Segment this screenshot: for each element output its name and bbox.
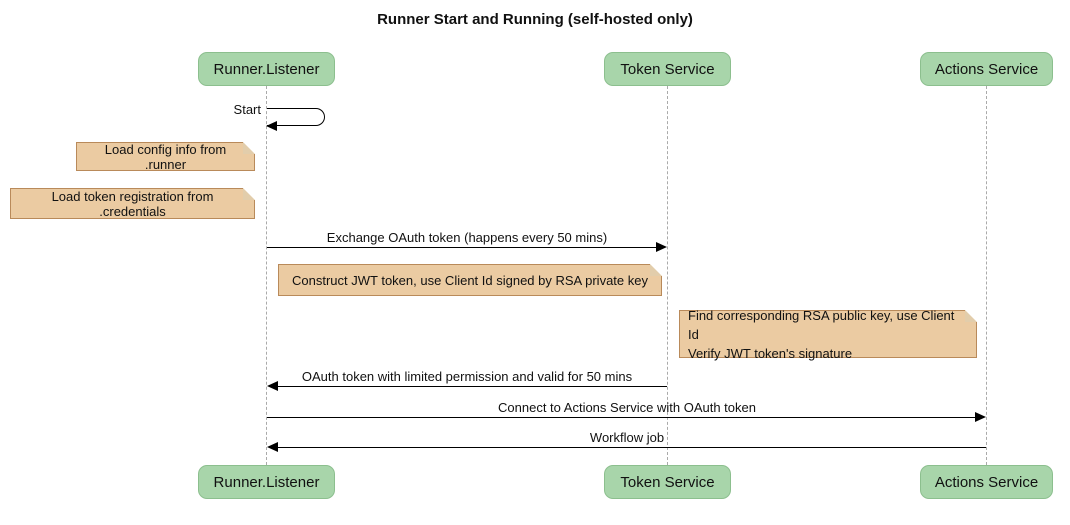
participant-actions-service-top: Actions Service bbox=[920, 52, 1053, 86]
message-exchange-oauth: Exchange OAuth token (happens every 50 m… bbox=[267, 230, 667, 252]
message-label: OAuth token with limited permission and … bbox=[301, 369, 633, 384]
message-oauth-token-return: OAuth token with limited permission and … bbox=[267, 369, 667, 391]
message-line bbox=[267, 417, 977, 418]
lifeline-token-service bbox=[667, 86, 668, 465]
lifeline-runner-listener bbox=[266, 86, 267, 465]
note-text: Find corresponding RSA public key, use C… bbox=[688, 307, 955, 361]
message-line bbox=[277, 447, 986, 448]
note-verify-jwt: Find corresponding RSA public key, use C… bbox=[679, 308, 977, 361]
lifeline-actions-service bbox=[986, 86, 987, 465]
participant-label: Actions Service bbox=[934, 473, 1039, 491]
self-loop-arrow bbox=[267, 108, 325, 126]
participant-label: Token Service bbox=[620, 60, 715, 78]
participant-token-service-bottom: Token Service bbox=[604, 465, 731, 499]
note-construct-jwt: Construct JWT token, use Client Id signe… bbox=[278, 264, 662, 296]
diagram-title: Runner Start and Running (self-hosted on… bbox=[377, 11, 693, 28]
note-load-config: Load config info from .runner bbox=[76, 141, 255, 172]
arrowhead-left-icon bbox=[266, 121, 277, 131]
arrowhead-right-icon bbox=[656, 242, 667, 252]
participant-label: Actions Service bbox=[934, 60, 1039, 78]
message-line bbox=[277, 386, 667, 387]
message-label: Exchange OAuth token (happens every 50 m… bbox=[326, 230, 608, 245]
note-text: Load config info from .runner bbox=[104, 141, 227, 172]
participant-label: Token Service bbox=[620, 473, 715, 491]
message-connect-actions: Connect to Actions Service with OAuth to… bbox=[267, 400, 987, 422]
note-text: Construct JWT token, use Client Id signe… bbox=[292, 272, 648, 288]
participant-token-service-top: Token Service bbox=[604, 52, 731, 86]
participant-runner-listener-bottom: Runner.Listener bbox=[198, 465, 335, 499]
message-label: Workflow job bbox=[589, 430, 665, 445]
participant-label: Runner.Listener bbox=[213, 473, 320, 491]
arrowhead-left-icon bbox=[267, 442, 278, 452]
participant-actions-service-bottom: Actions Service bbox=[920, 465, 1053, 499]
arrowhead-right-icon bbox=[975, 412, 986, 422]
message-line bbox=[267, 247, 658, 248]
arrowhead-left-icon bbox=[267, 381, 278, 391]
message-start: Start bbox=[170, 100, 340, 134]
participant-label: Runner.Listener bbox=[213, 60, 320, 78]
message-label: Start bbox=[233, 102, 261, 117]
note-load-token-registration: Load token registration from .credential… bbox=[10, 188, 255, 219]
message-workflow-job: Workflow job bbox=[267, 430, 987, 452]
note-text: Load token registration from .credential… bbox=[51, 188, 214, 219]
message-label: Connect to Actions Service with OAuth to… bbox=[498, 400, 756, 415]
participant-runner-listener-top: Runner.Listener bbox=[198, 52, 335, 86]
